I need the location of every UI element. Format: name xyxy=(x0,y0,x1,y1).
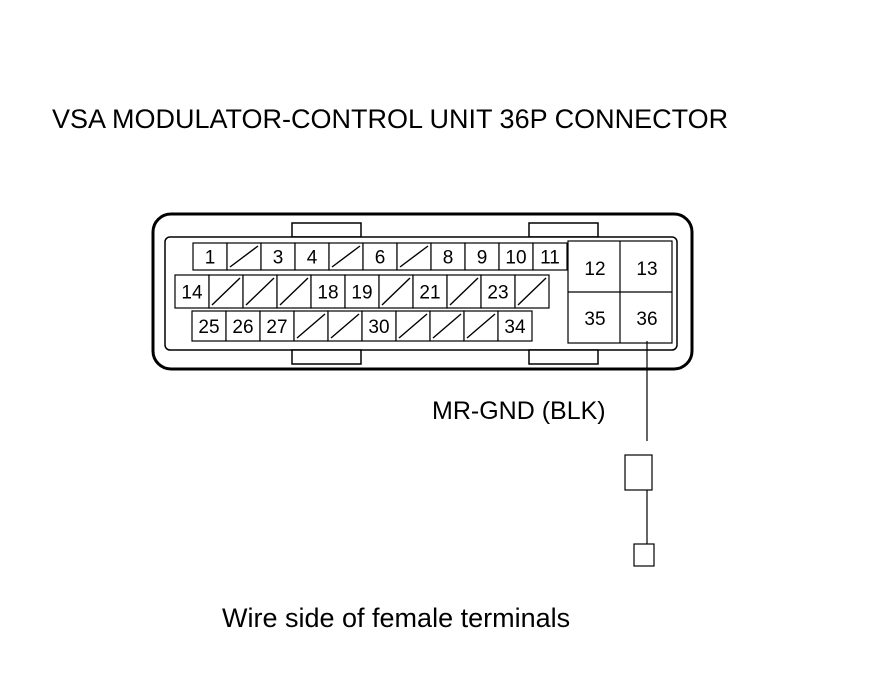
blank-terminal-slash xyxy=(449,277,479,306)
locking-tab-top-right xyxy=(528,222,599,238)
wire-terminal-small xyxy=(633,543,655,567)
terminal-6: 6 xyxy=(375,248,386,269)
terminal-27: 27 xyxy=(266,317,287,338)
terminal-18: 18 xyxy=(317,283,338,304)
terminal-cell-25 xyxy=(191,310,227,342)
blank-terminal-slash xyxy=(399,245,429,268)
terminal-23: 23 xyxy=(487,283,508,304)
blank-terminal-slash xyxy=(331,245,361,268)
blank-terminal-slash xyxy=(296,313,326,339)
terminal-35: 35 xyxy=(584,309,605,330)
terminal-cell-19 xyxy=(344,274,380,309)
terminal-cell-23 xyxy=(480,274,516,309)
terminal-cell-11 xyxy=(532,242,568,271)
diagram-title: VSA MODULATOR-CONTROL UNIT 36P CONNECTOR xyxy=(52,104,729,134)
blank-terminal-slash xyxy=(517,277,547,306)
terminal-11: 11 xyxy=(540,248,560,269)
terminal-cell-34 xyxy=(497,310,533,342)
terminal-cell-21 xyxy=(412,274,448,309)
terminal-14: 14 xyxy=(181,283,203,304)
terminal-25: 25 xyxy=(198,317,219,338)
locking-tab-top-left xyxy=(291,222,362,238)
locking-tab-bottom-left xyxy=(291,349,362,365)
blank-terminal-slash xyxy=(432,313,462,339)
locking-tab-bottom-right xyxy=(528,349,599,365)
blank-terminal-slash xyxy=(229,245,259,268)
terminal-cell-6 xyxy=(362,242,398,271)
terminal-36: 36 xyxy=(636,309,657,330)
terminal-21: 21 xyxy=(419,283,440,304)
blank-terminal-slash xyxy=(381,277,411,306)
terminal-9: 9 xyxy=(477,248,488,269)
terminal-34: 34 xyxy=(504,317,526,338)
terminal-19: 19 xyxy=(351,283,372,304)
terminal-1: 1 xyxy=(205,248,216,269)
blank-terminal-slash xyxy=(245,277,275,306)
wire-terminal-large xyxy=(624,454,653,491)
terminal-3: 3 xyxy=(273,248,284,269)
terminal-12: 12 xyxy=(584,259,605,280)
blank-terminal-slash xyxy=(330,313,360,339)
terminal-26: 26 xyxy=(232,317,253,338)
blank-terminal-slash xyxy=(398,313,428,339)
diagram-caption: Wire side of female terminals xyxy=(222,603,571,633)
terminal-10: 10 xyxy=(505,248,526,269)
blank-terminal-slash xyxy=(466,313,496,339)
terminal-30: 30 xyxy=(368,317,389,338)
terminal-4: 4 xyxy=(307,248,318,269)
blank-terminal-slash xyxy=(279,277,309,306)
terminal-cell-10 xyxy=(498,242,534,271)
blank-terminal-slash xyxy=(211,277,241,306)
terminal-cell-4 xyxy=(294,242,330,271)
terminal-cell-27 xyxy=(259,310,295,342)
terminal-cell-9 xyxy=(464,242,500,271)
wire-label: MR-GND (BLK) xyxy=(432,397,606,425)
terminal-13: 13 xyxy=(636,259,657,280)
terminal-8: 8 xyxy=(443,248,454,269)
terminal-cell-3 xyxy=(260,242,296,271)
